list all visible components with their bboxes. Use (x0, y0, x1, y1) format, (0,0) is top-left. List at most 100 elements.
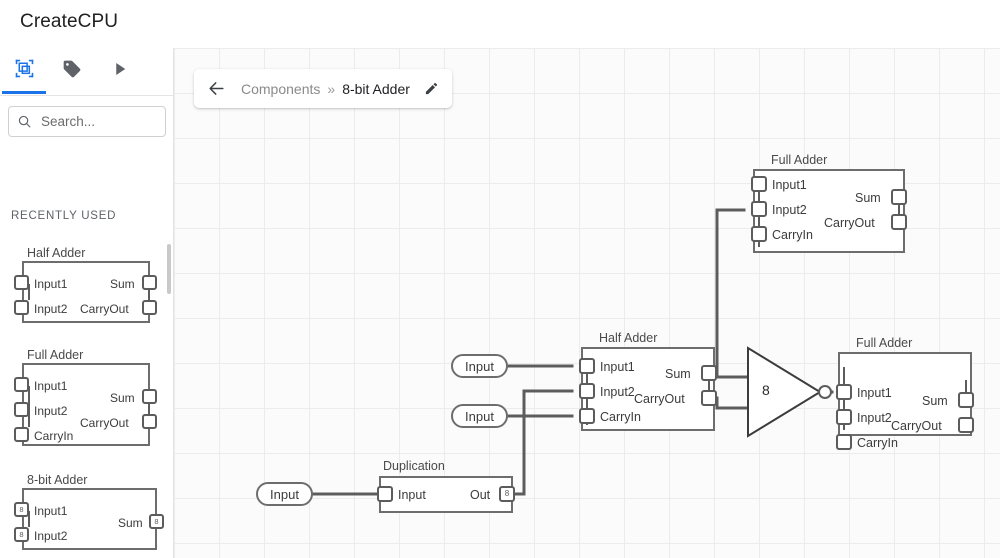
pin-label: CarryOut (634, 392, 685, 406)
node-title: Full Adder (856, 336, 913, 350)
node-title: Duplication (383, 459, 445, 473)
pin-label: CarryIn (857, 436, 898, 450)
palette-port-out[interactable] (142, 389, 157, 404)
palette-item-body (22, 261, 150, 323)
breadcrumb: Components » 8-bit Adder (194, 69, 452, 108)
pin-stem (28, 511, 30, 527)
play-icon (111, 60, 129, 83)
pin-label: Input2 (772, 203, 807, 217)
pin-input2[interactable] (751, 201, 767, 217)
search-box[interactable] (8, 106, 173, 137)
pin-label: Input2 (857, 411, 892, 425)
pin-carryout[interactable] (701, 390, 717, 406)
palette-port-label: Input2 (34, 302, 68, 316)
pin-label: CarryOut (891, 419, 942, 433)
palette-port-in[interactable]: 8 (14, 502, 29, 517)
tab-active-underline (2, 91, 46, 94)
search-icon (17, 114, 32, 129)
tab-tags[interactable] (48, 48, 96, 94)
palette-port-label: Sum (110, 391, 135, 405)
breadcrumb-current: 8-bit Adder (342, 80, 410, 97)
pin-carryin[interactable] (751, 226, 767, 242)
tag-icon (62, 59, 82, 84)
components-icon (14, 58, 35, 84)
palette-port-in[interactable] (14, 402, 29, 417)
palette-port-label: CarryIn (34, 429, 74, 443)
pin-input1[interactable] (836, 384, 852, 400)
palette-port-in[interactable] (14, 427, 29, 442)
pin-carryout[interactable] (958, 417, 974, 433)
palette-port-out[interactable] (142, 275, 157, 290)
pin-sum[interactable] (958, 392, 974, 408)
palette-port-in[interactable] (14, 275, 29, 290)
pin-label: Out (470, 488, 491, 502)
pin-input1[interactable] (751, 176, 767, 192)
tab-run[interactable] (96, 48, 144, 94)
pin-input2[interactable] (579, 383, 595, 399)
arrow-left-icon[interactable] (205, 77, 228, 100)
pin-carryout[interactable] (891, 214, 907, 230)
node-title: Full Adder (771, 153, 828, 167)
palette-port-out[interactable]: 8 (149, 514, 164, 529)
pin-label: Sum (665, 367, 691, 381)
palette-port-label: Input2 (34, 529, 68, 543)
pin-label: Input1 (600, 360, 635, 374)
sidebar-scrollbar[interactable] (167, 244, 171, 294)
palette-port-in[interactable] (14, 377, 29, 392)
pin-out[interactable]: 8 (499, 486, 515, 502)
palette-port-label: Input1 (34, 504, 68, 518)
palette-item-title: Half Adder (27, 246, 86, 260)
section-recently-used: RECENTLY USED (11, 210, 117, 222)
palette-port-label: Input1 (34, 277, 68, 291)
palette-port-label: CarryOut (80, 302, 129, 316)
palette-item-title: 8-bit Adder (27, 473, 88, 487)
palette-port-out[interactable] (142, 414, 157, 429)
pin-sum[interactable] (891, 189, 907, 205)
input-pill-2[interactable]: Input (451, 404, 508, 428)
merger-output-bubble (818, 385, 832, 399)
node-body (581, 347, 715, 431)
node-title: Half Adder (599, 331, 658, 345)
sidebar: RECENTLY USED Half Adder Input1 Input2 S… (0, 48, 174, 558)
pin-sum[interactable] (701, 365, 717, 381)
pin-input2[interactable] (836, 409, 852, 425)
pin-input1[interactable] (579, 358, 595, 374)
palette-port-out[interactable] (142, 300, 157, 315)
palette-port-in[interactable] (14, 300, 29, 315)
pin-stem (28, 284, 30, 300)
input-pill-1[interactable]: Input (451, 354, 508, 378)
pin-input[interactable] (377, 486, 393, 502)
pin-label: Input1 (857, 386, 892, 400)
palette-port-label: CarryOut (80, 416, 129, 430)
node-body (379, 476, 513, 513)
pin-label: Sum (922, 394, 948, 408)
pin-stem (28, 386, 30, 427)
palette-port-label: Sum (110, 277, 135, 291)
pin-label: CarryIn (772, 228, 813, 242)
sidebar-tabbar (0, 48, 173, 96)
node-pin-stems (758, 184, 900, 247)
merger-label: 8 (762, 382, 770, 398)
merger-triangle (747, 346, 822, 438)
pin-label: CarryOut (824, 216, 875, 230)
pin-stem (148, 398, 150, 415)
input-pill-3[interactable]: Input (256, 482, 313, 506)
breadcrumb-parent[interactable]: Components (241, 80, 321, 97)
palette-port-in[interactable]: 8 (14, 527, 29, 542)
pin-label: Input2 (600, 385, 635, 399)
canvas[interactable]: Components » 8-bit Adder Full Adder Inpu… (174, 48, 1000, 558)
pin-label: Sum (855, 191, 881, 205)
pin-label: Input1 (772, 178, 807, 192)
palette-item-title: Full Adder (27, 348, 84, 362)
pin-carryin[interactable] (836, 434, 852, 450)
tab-components[interactable] (0, 48, 48, 94)
app-title: CreateCPU (20, 11, 119, 32)
title-bar: CreateCPU (0, 0, 1000, 48)
pin-stem (148, 284, 150, 300)
palette-port-label: Sum (118, 516, 143, 530)
search-input[interactable] (39, 113, 173, 130)
pin-label: CarryIn (600, 410, 641, 424)
pin-carryin[interactable] (579, 408, 595, 424)
pencil-icon[interactable] (424, 81, 439, 96)
